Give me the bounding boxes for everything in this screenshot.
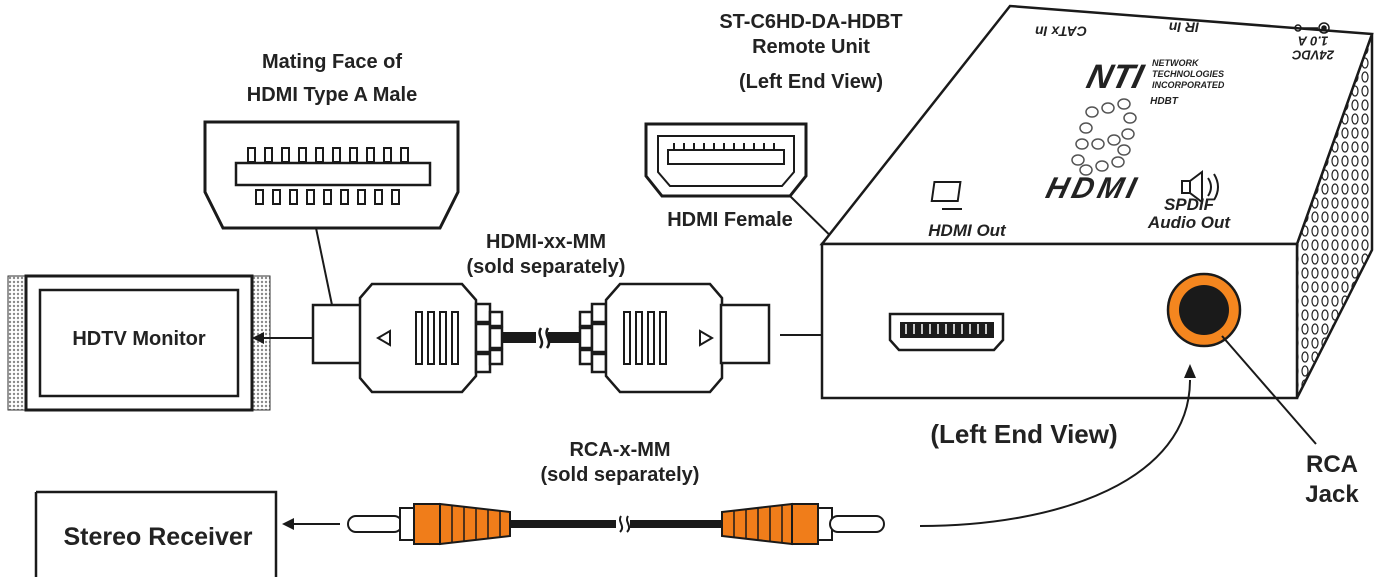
unit-line2: Remote Unit — [752, 36, 870, 58]
rca-jack-line1: RCA — [1306, 451, 1358, 478]
cable-break — [536, 327, 551, 349]
stereo-receiver — [34, 490, 278, 577]
hdbt-label: HDBT — [1150, 96, 1178, 107]
mating-face-line2: HDMI Type A Male — [246, 84, 418, 106]
hdmi-female-label: HDMI Female — [667, 209, 793, 231]
pin-row-bottom — [255, 189, 400, 205]
nti-line3: INCORPORATED — [1152, 79, 1225, 90]
strain-relief-right — [578, 302, 608, 374]
hdmi-male-mating-face — [203, 120, 460, 306]
nti-line1: NETWORK — [1152, 58, 1199, 68]
nti-logo: NTI — [1082, 58, 1148, 96]
pin-row-top — [247, 147, 409, 163]
hdmi-female-port-callout — [644, 122, 913, 317]
remote-unit — [819, 4, 1374, 445]
spdif-line2: Audio Out — [1147, 212, 1231, 232]
arrow-to-receiver — [282, 518, 340, 530]
hdmi-cable-line1: HDMI-xx-MM — [486, 231, 606, 253]
power-line2: 1.0 A — [1297, 33, 1329, 49]
hdtv-monitor — [7, 274, 271, 412]
spdif-line1: SPDIF — [1163, 195, 1215, 214]
power-line1: 24VDC — [1292, 47, 1334, 63]
power-label: 24VDC 1.0 A — [1278, 33, 1348, 63]
hdmi-out-label: HDMI Out — [928, 221, 1006, 240]
rca-jack-line2: Jack — [1305, 481, 1359, 508]
stereo-receiver-label: Stereo Receiver — [63, 523, 253, 551]
hdtv-monitor-label: HDTV Monitor — [72, 328, 206, 350]
mating-face-line1: Mating Face of — [261, 51, 402, 73]
rca-cable-line1: RCA-x-MM — [569, 439, 671, 461]
ir-in-label: IR In — [1168, 19, 1200, 36]
nti-dot-logo — [1071, 98, 1137, 176]
hdmi-cable — [311, 282, 771, 394]
hdmi-cable-label: HDMI-xx-MM (sold separately) — [458, 230, 634, 280]
strain-relief-left — [474, 302, 504, 374]
hdmi-cable-line2: (sold separately) — [466, 256, 626, 278]
power-jack-icon — [1294, 22, 1330, 34]
hdmi-logo: HDMI — [1042, 172, 1144, 205]
left-end-view-label: (Left End View) — [930, 419, 1118, 449]
rca-cable-line2: (sold separately) — [540, 464, 700, 486]
speaker-icon — [1181, 170, 1219, 204]
remote-unit-label: ST-C6HD-DA-HDBT Remote Unit (Left End Vi… — [706, 10, 916, 95]
spdif-label: SPDIF Audio Out — [1134, 196, 1244, 232]
nti-company-text: NETWORK TECHNOLOGIES INCORPORATED — [1152, 58, 1232, 90]
rca-lead-curve — [919, 364, 1196, 527]
catx-in-label: CATx In — [1035, 23, 1087, 40]
unit-line1: ST-C6HD-DA-HDBT — [719, 11, 903, 33]
unit-line3: (Left End View) — [738, 71, 884, 93]
nti-line2: TECHNOLOGIES — [1152, 68, 1225, 79]
rca-jack-label: RCA Jack — [1290, 450, 1374, 510]
arrow-to-monitor — [252, 332, 312, 344]
monitor-icon — [930, 181, 962, 210]
rca-cable-label: RCA-x-MM (sold separately) — [532, 438, 708, 488]
mating-face-label: Mating Face of HDMI Type A Male — [232, 50, 432, 108]
rca-cable — [347, 502, 885, 546]
